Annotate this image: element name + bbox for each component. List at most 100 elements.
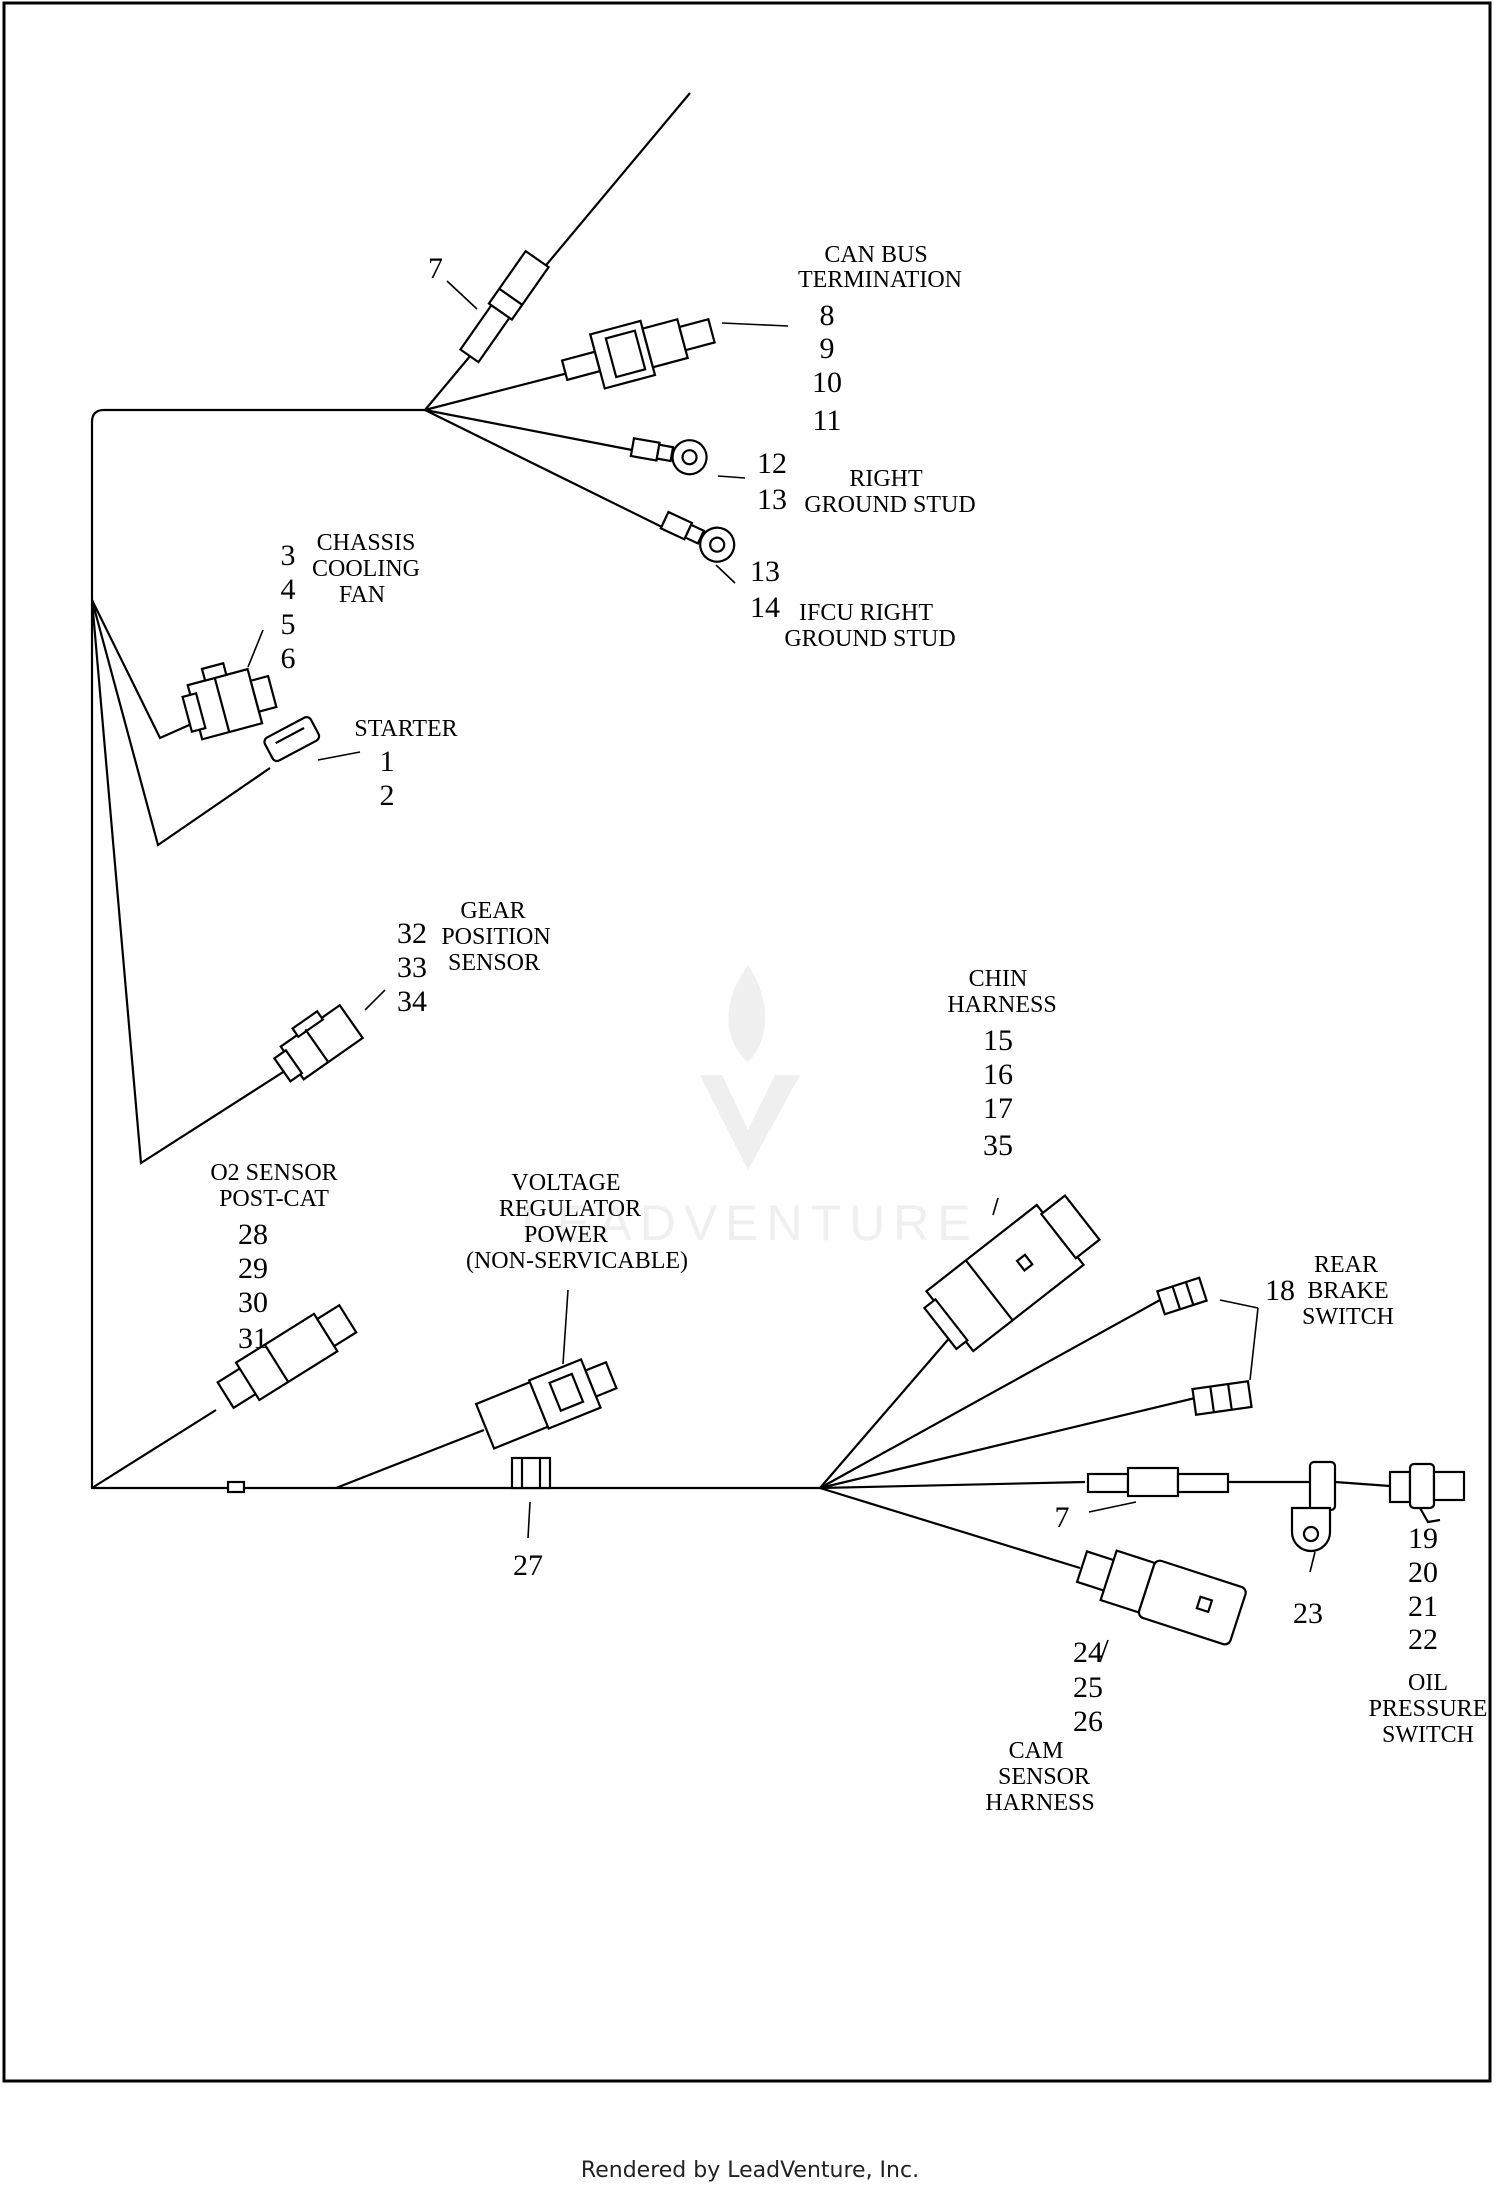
gear-sensor-number-1: 32 [397, 917, 427, 950]
gear-sensor-number-2: 33 [397, 951, 427, 984]
voltage-regulator-title-line1: VOLTAGE [511, 1170, 620, 1196]
cooling-fan-number-3: 5 [281, 608, 296, 641]
chin-harness-number-3: 17 [983, 1092, 1013, 1125]
cam-sensor-title-line1: CAM [1009, 1738, 1064, 1764]
rear-brake-switch-number: 18 [1265, 1274, 1295, 1307]
rear-brake-switch-connector-b [1191, 1379, 1253, 1417]
harness-clip [510, 1456, 552, 1490]
starter-callout: STARTER 1 2 [354, 716, 457, 812]
chin-harness-number-4: 35 [983, 1129, 1013, 1162]
voltage-regulator-callout: VOLTAGE REGULATOR POWER (NON-SERVICABLE) [466, 1170, 688, 1274]
clamp-number: 23 [1293, 1597, 1323, 1630]
can-bus-number-1: 8 [820, 299, 835, 332]
cam-sensor-connector [1075, 1549, 1247, 1646]
top-inline-connector [458, 249, 551, 364]
footer-credit: Rendered by LeadVenture, Inc. [580, 2158, 920, 2183]
leadventure-watermark: LEADVENTURE [521, 965, 979, 1251]
oil-pressure-number-1: 19 [1408, 1522, 1438, 1555]
rear-brake-switch-title-line3: SWITCH [1302, 1304, 1394, 1330]
gear-sensor-number-3: 34 [397, 985, 427, 1018]
ifcu-ground-stud-number-2: 14 [750, 591, 780, 624]
cooling-fan-number-2: 4 [281, 573, 296, 606]
oil-pressure-number-2: 20 [1408, 1556, 1438, 1589]
cooling-fan-number-1: 3 [281, 539, 296, 572]
chin-harness-connector [922, 1194, 1102, 1353]
o2-sensor-title-line1: O2 SENSOR [210, 1160, 337, 1186]
voltage-regulator-title-line2: REGULATOR [499, 1196, 641, 1222]
o2-sensor-callout: O2 SENSOR POST-CAT 28 29 30 31 [210, 1160, 337, 1355]
right-ground-stud-number-1: 12 [757, 447, 787, 480]
o2-sensor-number-1: 28 [238, 1218, 268, 1251]
rear-brake-switch-callout: 18 REAR BRAKE SWITCH [1265, 1252, 1394, 1330]
right-ground-stud-terminal [629, 437, 708, 476]
oil-pressure-title-line1: OIL [1408, 1670, 1448, 1696]
right-ground-stud-callout: 12 13 RIGHT GROUND STUD [757, 447, 976, 518]
chin-harness-number-2: 16 [983, 1058, 1013, 1091]
can-bus-title-line1: CAN BUS [824, 242, 927, 268]
lower-connector-number: 7 [1055, 1501, 1070, 1534]
top-connector-number: 7 [428, 252, 443, 285]
cam-sensor-callout: 24 25 26 CAM SENSOR HARNESS [985, 1636, 1103, 1816]
cooling-fan-title-line2: COOLING [312, 556, 420, 582]
can-bus-termination-callout: CAN BUS TERMINATION 8 9 10 11 [798, 242, 962, 437]
oil-pressure-title-line2: PRESSURE [1369, 1696, 1488, 1722]
o2-sensor-number-2: 29 [238, 1252, 268, 1285]
cam-sensor-title-line3: HARNESS [985, 1790, 1094, 1816]
cam-sensor-number-3: 26 [1073, 1705, 1103, 1738]
oil-pressure-title-line3: SWITCH [1382, 1722, 1474, 1748]
starter-terminal [263, 716, 321, 763]
harness-clamp [1290, 1460, 1337, 1553]
ifcu-right-ground-stud-terminal [659, 510, 736, 563]
rear-brake-switch-title-line2: BRAKE [1307, 1278, 1388, 1304]
ifcu-ground-stud-title-line1: IFCU RIGHT [799, 600, 933, 626]
rear-brake-switch-title-line1: REAR [1314, 1252, 1378, 1278]
gear-position-sensor-connector [272, 1003, 365, 1083]
right-ground-stud-title-line2: GROUND STUD [804, 492, 975, 518]
starter-number-1: 1 [380, 745, 395, 778]
harness-wires [90, 92, 1391, 1570]
chin-harness-number-1: 15 [983, 1024, 1013, 1057]
o2-sensor-connector [216, 1303, 358, 1410]
gear-position-sensor-callout: 32 33 34 GEAR POSITION SENSOR [397, 898, 551, 1018]
o2-sensor-title-line2: POST-CAT [219, 1186, 329, 1212]
right-ground-stud-title-line1: RIGHT [849, 466, 923, 492]
can-bus-termination-connector [560, 317, 716, 390]
starter-number-2: 2 [380, 779, 395, 812]
o2-sensor-number-4: 31 [238, 1322, 268, 1355]
cam-sensor-number-1: 24 [1073, 1636, 1103, 1669]
diagram-frame [2, 1, 1492, 2083]
voltage-regulator-connector [474, 1357, 618, 1450]
right-ground-stud-number-2: 13 [757, 483, 787, 516]
chin-harness-title-line1: CHIN [969, 966, 1028, 992]
voltage-regulator-title-line4: (NON-SERVICABLE) [466, 1248, 688, 1274]
oil-pressure-switch-callout: 19 20 21 22 OIL PRESSURE SWITCH [1369, 1522, 1488, 1748]
gear-sensor-title-line2: POSITION [441, 924, 550, 950]
chin-harness-callout: CHIN HARNESS 15 16 17 35 [947, 966, 1056, 1162]
clip-number: 27 [513, 1549, 543, 1582]
gear-sensor-title-line3: SENSOR [448, 950, 540, 976]
cam-sensor-number-2: 25 [1073, 1671, 1103, 1704]
ifcu-right-ground-stud-callout: 13 14 IFCU RIGHT GROUND STUD [750, 555, 956, 652]
chin-harness-title-line2: HARNESS [947, 992, 1056, 1018]
oil-pressure-number-4: 22 [1408, 1623, 1438, 1656]
cooling-fan-number-4: 6 [281, 642, 296, 675]
cooling-fan-title-line1: CHASSIS [317, 530, 416, 556]
can-bus-number-2: 9 [820, 332, 835, 365]
lower-inline-connector [1086, 1466, 1230, 1498]
can-bus-title-line2: TERMINATION [798, 267, 962, 293]
leader-lines [247, 280, 1316, 1663]
cam-sensor-title-line2: SENSOR [998, 1764, 1090, 1790]
oil-pressure-switch [1388, 1462, 1466, 1524]
starter-title: STARTER [354, 716, 457, 742]
ifcu-ground-stud-title-line2: GROUND STUD [784, 626, 955, 652]
can-bus-number-4: 11 [813, 404, 842, 437]
watermark-text: LEADVENTURE [521, 1195, 979, 1251]
o2-sensor-number-3: 30 [238, 1286, 268, 1319]
gear-sensor-title-line1: GEAR [460, 898, 525, 924]
ifcu-ground-stud-number-1: 13 [750, 555, 780, 588]
rear-brake-switch-connector-a [1155, 1276, 1209, 1316]
chassis-cooling-fan-connector [181, 661, 278, 741]
cooling-fan-title-line3: FAN [339, 582, 385, 608]
oil-pressure-number-3: 21 [1408, 1590, 1438, 1623]
